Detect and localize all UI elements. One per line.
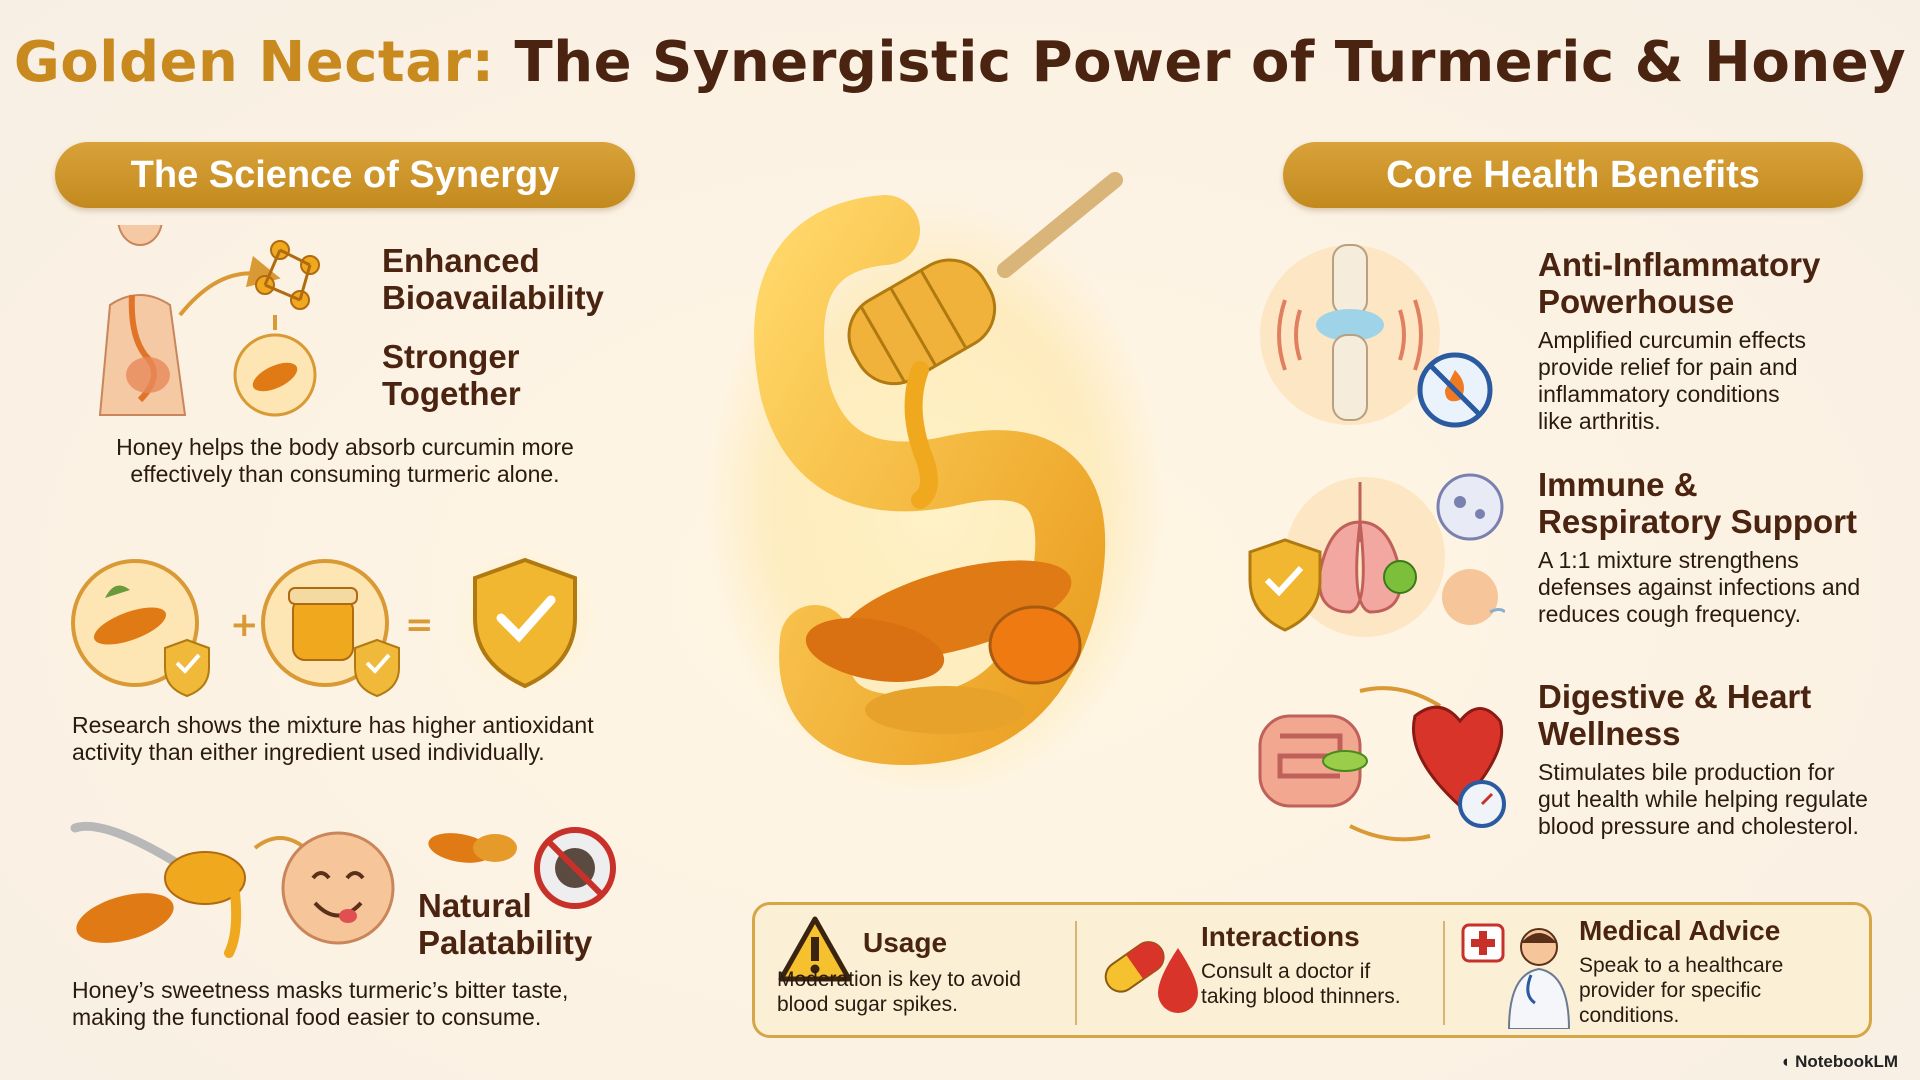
svg-text:=: = xyxy=(405,605,434,645)
usage-title: Usage xyxy=(863,927,948,958)
science-of-synergy-header: The Science of Synergy xyxy=(55,142,635,208)
immune-respiratory-text: A 1:1 mixture strengthens defenses again… xyxy=(1538,547,1861,627)
page-title: Golden Nectar: The Synergistic Power of … xyxy=(0,30,1920,95)
interactions-text: Consult a doctor if taking blood thinner… xyxy=(1201,960,1401,1008)
honey-turmeric-hero-illustration xyxy=(705,172,1165,790)
natural-palatability-heading: Natural Palatability xyxy=(418,887,593,961)
antioxidant-text: Research shows the mixture has higher an… xyxy=(72,712,594,765)
info-divider xyxy=(1443,921,1445,1025)
stronger-together-heading: Stronger Together xyxy=(382,338,521,412)
antioxidant-equation-illustration: + = xyxy=(71,548,600,698)
doctor-icon xyxy=(1461,923,1571,1029)
palatability-text: Honey’s sweetness masks turmeric’s bitte… xyxy=(72,977,569,1030)
body-absorption-illustration xyxy=(98,225,320,417)
medical-advice-title: Medical Advice xyxy=(1579,915,1781,946)
immune-respiratory-illustration xyxy=(1248,473,1505,637)
title-rest: The Synergistic Power of Turmeric & Hone… xyxy=(514,30,1907,95)
info-divider xyxy=(1075,921,1077,1025)
pill-drop-icon xyxy=(1104,941,1198,1013)
brand-label: NotebookLM xyxy=(1795,1052,1898,1071)
anti-inflammatory-heading: Anti-Inflammatory Powerhouse xyxy=(1538,246,1821,320)
warning-icon xyxy=(778,916,852,982)
anti-inflammatory-illustration xyxy=(1260,244,1493,428)
medical-advice-text: Speak to a healthcare provider for speci… xyxy=(1579,954,1784,1027)
core-health-benefits-header: Core Health Benefits xyxy=(1283,142,1863,208)
palatability-illustration xyxy=(70,821,616,958)
immune-respiratory-heading: Immune & Respiratory Support xyxy=(1538,466,1858,540)
precautions-panel: Usage Moderation is key to avoid blood s… xyxy=(752,902,1872,1038)
enhanced-bioavailability-heading: Enhanced Bioavailability xyxy=(382,242,604,316)
interactions-title: Interactions xyxy=(1201,921,1360,952)
digestive-heart-text: Stimulates bile production for gut healt… xyxy=(1538,759,1868,839)
usage-text: Moderation is key to avoid blood sugar s… xyxy=(777,968,1021,1016)
digestive-heart-heading: Digestive & Heart Wellness xyxy=(1538,678,1812,752)
title-accent: Golden Nectar: xyxy=(13,30,495,95)
notebooklm-brand: ◖ NotebookLM xyxy=(1780,1052,1898,1072)
svg-text:+: + xyxy=(230,605,259,645)
anti-inflammatory-text: Amplified curcumin effects provide relie… xyxy=(1538,327,1807,434)
bioavailability-text: Honey helps the body absorb curcumin mor… xyxy=(116,434,574,487)
notebooklm-logo-icon: ◖ xyxy=(1780,1052,1791,1071)
digestive-heart-illustration xyxy=(1258,686,1506,842)
